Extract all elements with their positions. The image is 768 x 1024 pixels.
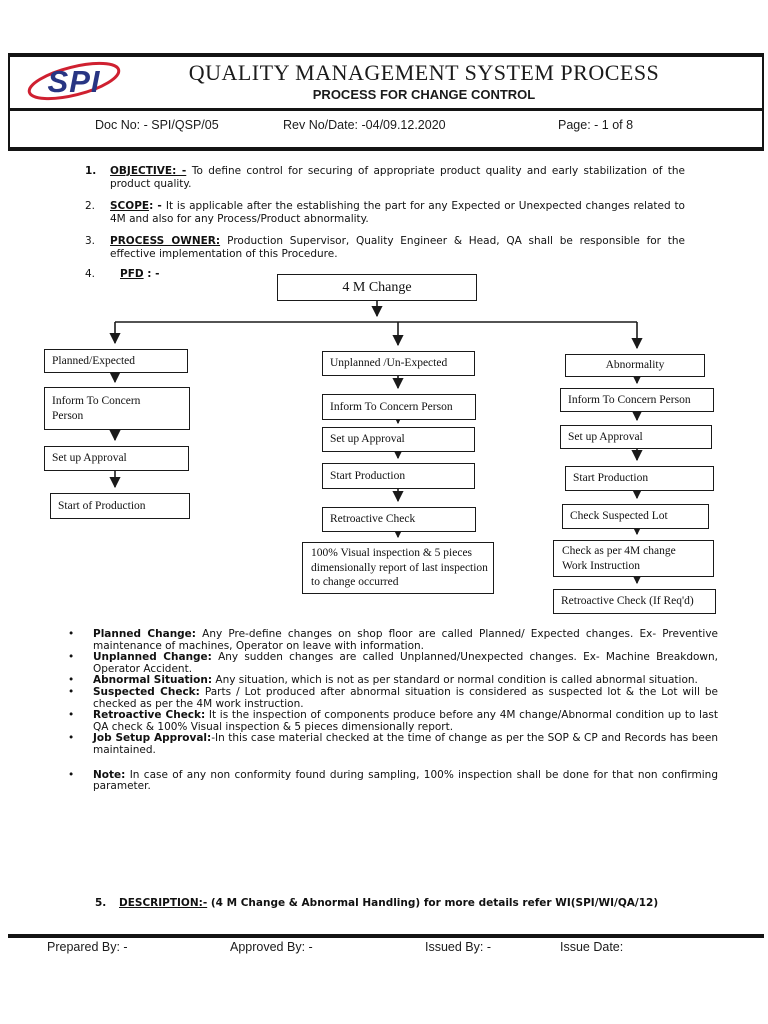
section-separator: : - <box>149 200 166 212</box>
note-text: In case of any non conformity found duri… <box>93 768 718 793</box>
doc-title: QUALITY MANAGEMENT SYSTEM PROCESS <box>188 60 660 85</box>
flow-box-setup-approval-right: Set up Approval <box>560 425 712 449</box>
section-process-owner: 3. PROCESS OWNER: Production Supervisor,… <box>85 235 685 260</box>
section-text: Production Supervisor, Quality Engineer … <box>110 235 685 260</box>
bullet-icon <box>68 629 93 652</box>
list-item-suspected-check: Suspected Check: Parts / Lot produced af… <box>68 685 719 710</box>
flow-box-inform-concern-left: Inform To Concern Person <box>44 387 190 430</box>
section-label: PFD <box>120 268 144 280</box>
section-number: 2. <box>85 200 96 212</box>
flow-box-retroactive-check: Retroactive Check <box>322 507 476 532</box>
approved-by: Approved By: - <box>230 940 313 954</box>
flow-box-4m-change: 4 M Change <box>277 274 477 301</box>
definition-label: Unplanned Change: <box>93 651 212 664</box>
flow-box-unplanned-unexpected: Unplanned /Un-Expected <box>322 351 475 376</box>
section-description: 5. DESCRIPTION:- (4 M Change & Abnormal … <box>95 897 705 910</box>
bullet-icon <box>68 710 93 733</box>
bullet-icon <box>68 733 93 756</box>
definition-text: It is the inspection of components produ… <box>93 709 718 733</box>
section-text: (4 M Change & Abnormal Handling) for mor… <box>207 897 659 909</box>
flow-box-setup-approval-left: Set up Approval <box>44 446 189 471</box>
flow-box-inform-concern-mid: Inform To Concern Person <box>322 394 476 420</box>
flow-box-abnormality: Abnormality <box>565 354 705 377</box>
section-pfd: 4. PFD : - <box>85 268 685 281</box>
definition-text: Any Pre-define changes on shop floor are… <box>93 628 719 652</box>
prepared-by: Prepared By: - <box>47 940 128 954</box>
list-item-retroactive-check: Retroactive Check: It is the inspection … <box>68 709 718 733</box>
section-text: To define control for securing of approp… <box>110 165 686 190</box>
section-number: 5. <box>95 897 107 909</box>
page-number: Page: - 1 of 8 <box>558 118 634 132</box>
section-label: PROCESS OWNER: <box>110 235 221 247</box>
bullet-icon <box>68 652 93 675</box>
section-objective: 1. OBJECTIVE: - To define control for se… <box>85 165 685 190</box>
header-bottom-rule <box>8 147 764 151</box>
definition-label: Job Setup Approval: <box>93 732 212 745</box>
flow-box-planned-expected: Planned/Expected <box>44 349 188 373</box>
list-item-note: Note: In case of any non conformity foun… <box>68 768 718 793</box>
flow-box-visual-inspection: 100% Visual inspection & 5 pieces dimens… <box>302 542 494 594</box>
bullet-icon <box>68 770 93 793</box>
definition-text: Any situation, which is not as per stand… <box>212 674 698 687</box>
flow-box-check-4m-work-instruction: Check as per 4M change Work Instruction <box>553 540 714 577</box>
note-label: Note: <box>93 768 126 781</box>
section-number: 1. <box>85 165 97 177</box>
issued-by: Issued By: - <box>425 940 491 954</box>
definition-label: Planned Change: <box>93 628 197 640</box>
footer-rule <box>8 934 764 938</box>
flow-box-inform-concern-right: Inform To Concern Person <box>560 388 714 412</box>
section-separator: : - <box>143 268 160 280</box>
doc-subtitle: PROCESS FOR CHANGE CONTROL <box>312 87 536 102</box>
section-label: OBJECTIVE: - <box>110 165 187 177</box>
flow-box-label: Inform To Concern Person <box>52 395 141 422</box>
definition-label: Suspected Check: <box>93 685 200 698</box>
spi-logo: SPI <box>27 61 121 101</box>
section-number: 4. <box>85 268 96 280</box>
definition-label: Retroactive Check: <box>93 709 206 722</box>
header-top-rule <box>8 53 764 57</box>
definition-label: Abnormal Situation: <box>93 674 213 687</box>
flow-box-label: Check as per 4M change Work Instruction <box>562 545 676 572</box>
doc-number: Doc No: - SPI/QSP/05 <box>95 118 219 132</box>
list-item-job-setup-approval: Job Setup Approval:-In this case materia… <box>68 733 718 756</box>
flow-box-start-production-mid: Start Production <box>322 463 475 489</box>
definition-text: -In this case material checked at the ti… <box>93 732 718 756</box>
flow-box-start-production-right: Start Production <box>565 466 714 491</box>
header-left-border <box>8 53 10 151</box>
section-label: DESCRIPTION:- <box>119 897 208 909</box>
flow-box-retroactive-check-if-reqd: Retroactive Check (If Req'd) <box>553 589 716 614</box>
list-item-unplanned-change: Unplanned Change: Any sudden changes are… <box>68 651 718 675</box>
section-text: It is applicable after the establishing … <box>110 200 685 225</box>
logo-text: SPI <box>48 64 101 99</box>
header-mid-rule <box>8 108 764 111</box>
list-item-planned-change: Planned Change: Any Pre-define changes o… <box>68 628 719 652</box>
list-item-abnormal-situation: Abnormal Situation: Any situation, which… <box>68 675 718 687</box>
header-right-border <box>762 53 764 151</box>
flow-box-check-suspected-lot: Check Suspected Lot <box>562 504 709 529</box>
section-number: 3. <box>85 235 96 247</box>
section-scope: 2. SCOPE: - It is applicable after the e… <box>85 200 685 225</box>
logo-swoosh-icon <box>27 61 121 101</box>
definition-text: Any sudden changes are called Unplanned/… <box>93 651 718 675</box>
bullet-icon <box>68 687 93 710</box>
issue-date: Issue Date: <box>560 940 624 954</box>
rev-no-date: Rev No/Date: -04/09.12.2020 <box>283 118 446 132</box>
section-label: SCOPE <box>110 200 150 212</box>
definitions-list: Planned Change: Any Pre-define changes o… <box>68 628 719 793</box>
flow-box-start-of-production: Start of Production <box>50 493 190 519</box>
flow-box-setup-approval-mid: Set up Approval <box>322 427 475 452</box>
definition-text: Parts / Lot produced after abnormal situ… <box>93 685 719 710</box>
